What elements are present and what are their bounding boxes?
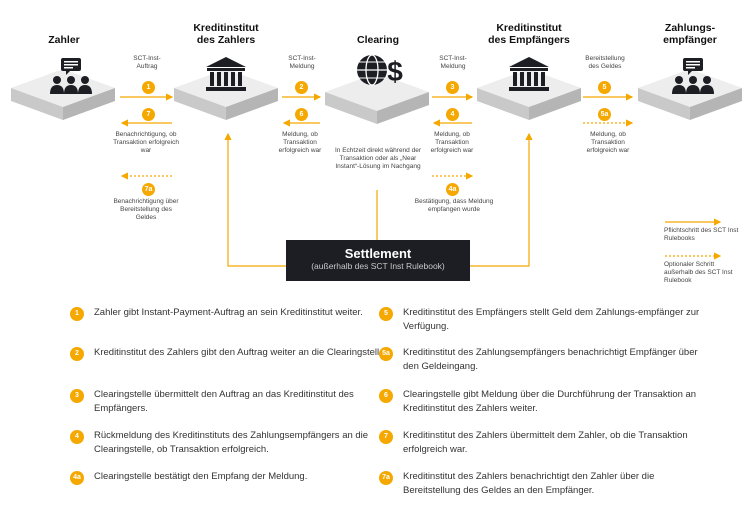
label-benachrichtigung: Benachrichtigung, ob Transaktion erfolgr… xyxy=(113,131,179,154)
step-badge: 4 xyxy=(70,430,84,444)
step-badge: 6 xyxy=(379,389,393,403)
step-text: Clearingstelle bestätigt den Empfang der… xyxy=(94,471,308,482)
label-sct-meldung-2: SCT-Inst-Meldung xyxy=(439,55,467,70)
step-badge: 3 xyxy=(70,389,84,403)
badge-5a: 5a xyxy=(598,108,611,121)
settlement-connector-left xyxy=(224,132,286,267)
settlement-title: Settlement xyxy=(344,246,412,261)
column-title-payee-bank: Kreditinstitut des Empfängers xyxy=(488,22,570,46)
legend-dotted-text: Optionaler Schritt außerhalb des SCT Ins… xyxy=(664,261,733,284)
step-badge: 7a xyxy=(379,471,393,485)
step-text: Kreditinstitut des Zahlungsempfängers be… xyxy=(403,347,698,372)
badge-7: 7 xyxy=(142,108,155,121)
badge-6: 6 xyxy=(295,108,308,121)
label-clearing-note: In Echtzeit direkt während der Transakti… xyxy=(335,147,421,170)
platform-clearing xyxy=(325,73,429,124)
badge-7a: 7a xyxy=(142,183,155,196)
label-bereitstellung: Bereitstellung des Geldes xyxy=(585,55,625,70)
step-text: Rückmeldung des Kreditinstituts des Zahl… xyxy=(94,430,369,455)
badge-4: 4 xyxy=(446,108,459,121)
settlement-connector-right xyxy=(470,132,533,267)
step-text: Clearingstelle übermittelt den Auftrag a… xyxy=(94,389,354,414)
column-title-payer-bank: Kreditinstitut des Zahlers xyxy=(193,22,259,46)
label-sct-auftrag: SCT-Inst-Auftrag xyxy=(133,55,161,70)
column-title-clearing: Clearing xyxy=(356,34,399,46)
badge-5: 5 xyxy=(598,81,611,94)
platform-payee xyxy=(638,69,742,120)
platform-payer xyxy=(11,69,115,120)
step-badge: 7 xyxy=(379,430,393,444)
step-text: Clearingstelle gibt Meldung über die Dur… xyxy=(403,389,697,414)
step-badge: 1 xyxy=(70,307,84,321)
badge-3: 3 xyxy=(446,81,459,94)
step-text: Kreditinstitut des Zahlers benachrichtig… xyxy=(403,471,655,496)
bank-icon xyxy=(206,57,246,91)
column-title-payer: Zahler xyxy=(48,34,80,46)
badge-1: 1 xyxy=(142,81,155,94)
svg-text:$: $ xyxy=(387,56,403,87)
badge-4a: 4a xyxy=(446,183,459,196)
column-title-payee: Zahlungs-empfänger xyxy=(663,22,717,46)
settlement-box: Settlement (außerhalb des SCT Inst Ruleb… xyxy=(286,240,470,281)
flow-diagram: $ xyxy=(11,54,742,267)
legend-solid-text: Pflichtschritt des SCT Inst Rulebooks xyxy=(664,227,739,242)
label-sct-meldung: SCT-Inst-Meldung xyxy=(288,55,316,70)
globe-dollar-icon: $ xyxy=(357,54,403,87)
badge-2: 2 xyxy=(295,81,308,94)
label-meldung-4: Meldung, ob Transaktion erfolgreich war xyxy=(430,131,474,154)
bank-icon xyxy=(509,57,549,91)
people-chat-icon xyxy=(50,58,92,94)
label-meldung-6: Meldung, ob Transaktion erfolgreich war xyxy=(278,131,322,154)
step-text: Kreditinstitut des Zahlers übermittelt d… xyxy=(403,430,688,455)
step-text: Zahler gibt Instant-Payment-Auftrag an s… xyxy=(94,307,363,318)
step-badge: 5a xyxy=(379,347,393,361)
label-meldung-5a: Meldung, ob Transaktion erfolgreich war xyxy=(586,131,630,154)
label-bestaetigung-4a: Bestätigung, dass Meldung empfangen wurd… xyxy=(414,198,494,213)
label-benachrichtigung-7a: Benachrichtigung über Bereitstellung des… xyxy=(113,198,179,221)
step-badge: 4a xyxy=(70,471,84,485)
step-text: Kreditinstitut des Empfängers stellt Gel… xyxy=(403,307,700,332)
step-badge: 2 xyxy=(70,347,84,361)
step-badge: 5 xyxy=(379,307,393,321)
step-text: Kreditinstitut des Zahlers gibt den Auft… xyxy=(94,347,388,358)
settlement-subtitle: (außerhalb des SCT Inst Rulebook) xyxy=(311,261,445,271)
people-chat-icon xyxy=(672,58,714,94)
